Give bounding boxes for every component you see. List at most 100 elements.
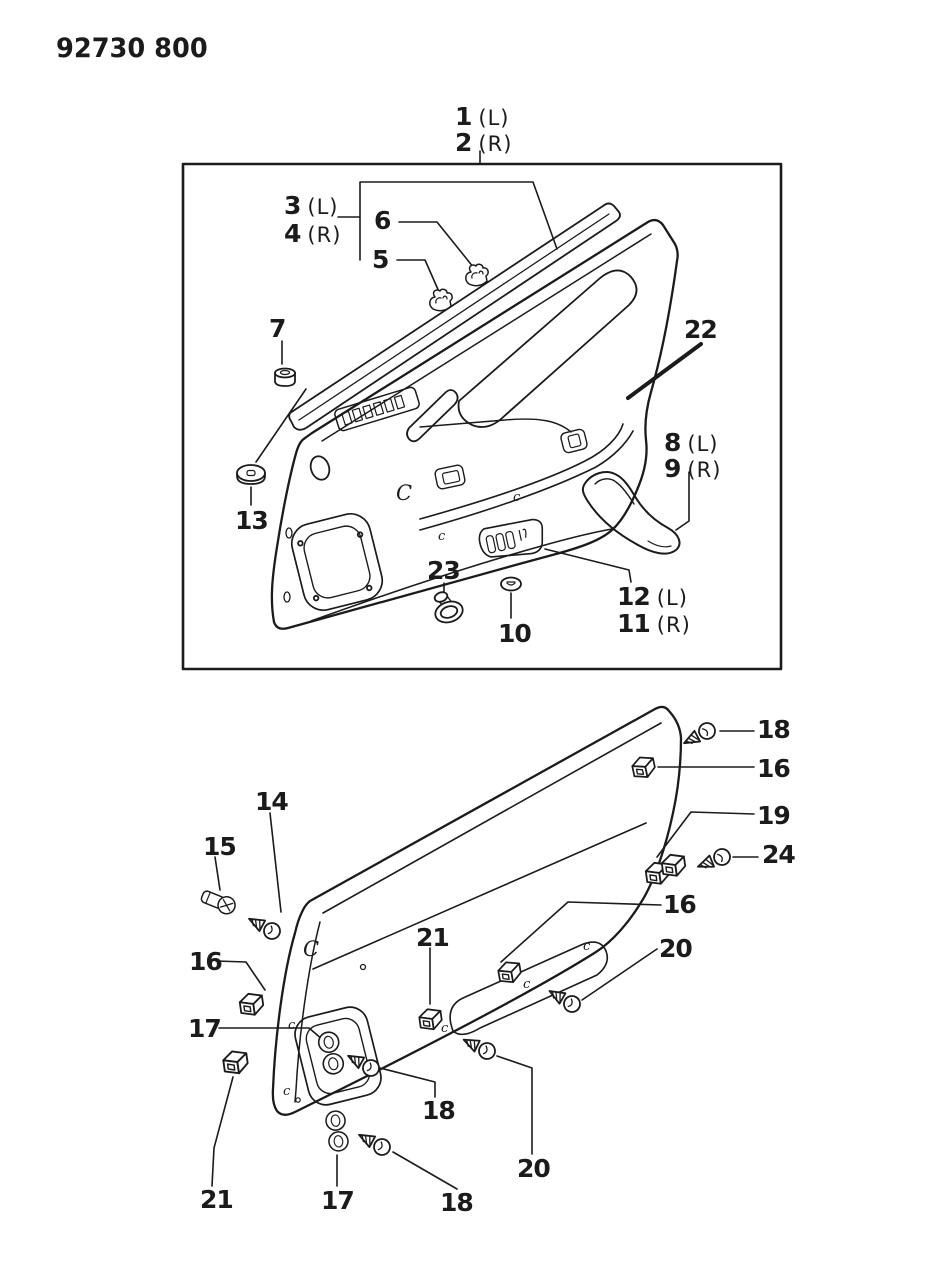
leader-lines-rear [211, 730, 759, 1190]
double-grommet-icon [323, 1109, 351, 1153]
callout-7: 7 [269, 314, 286, 343]
callout-number: 5 [372, 245, 389, 274]
callout-18: 18 [440, 1188, 474, 1217]
callout-number: 20 [517, 1154, 551, 1183]
push-clip-icon [629, 753, 658, 781]
callout-number: 15 [203, 832, 237, 861]
callout-number: 23 [427, 556, 461, 585]
callout-9-R: 9(R) [664, 456, 721, 481]
speaker-opening [294, 1006, 382, 1106]
callout-number: 16 [757, 754, 791, 783]
grommet-icon [500, 576, 522, 592]
washer-icon [236, 464, 266, 485]
callout-side-suffix: (L) [656, 586, 688, 610]
callout-22: 22 [684, 315, 718, 344]
callout-15: 15 [203, 832, 237, 861]
callout-20: 20 [659, 936, 693, 961]
callout-8-L: 8(L) [664, 430, 719, 455]
callout-2-R: 2(R) [455, 130, 512, 155]
callout-17: 17 [188, 1014, 222, 1043]
callout-13: 13 [235, 506, 269, 535]
callout-number: 21 [200, 1185, 234, 1214]
callout-21: 21 [200, 1185, 234, 1214]
callout-number: 22 [684, 315, 718, 344]
callout-20: 20 [517, 1154, 551, 1183]
clip-position-mark: c [283, 1084, 291, 1099]
front-door-assembly [181, 150, 783, 671]
push-rivet-icon [431, 589, 467, 627]
push-clip-pair-icon [643, 851, 688, 887]
push-clip-icon [417, 1006, 444, 1033]
tapping-screw-icon [244, 910, 284, 943]
assembly-frame [181, 162, 783, 671]
callout-12-L: 12(L) [617, 584, 688, 609]
tapping-screw-icon [354, 1126, 394, 1159]
switch-bezel [334, 386, 420, 432]
callout-number: 13 [235, 506, 269, 535]
callout-number: 14 [255, 787, 289, 816]
callout-number: 3 [284, 191, 301, 220]
callout-number: 24 [762, 840, 796, 869]
callout-16: 16 [663, 892, 697, 917]
callout-4-R: 4(R) [284, 221, 341, 246]
callout-14: 14 [255, 787, 289, 816]
callout-number: 6 [374, 206, 391, 235]
callout-number: 17 [188, 1014, 222, 1043]
panel-slot-detail [560, 428, 588, 454]
callout-16: 16 [757, 754, 791, 783]
callout-number: 7 [269, 314, 286, 343]
leader-lines-front [250, 150, 690, 619]
belt-trim-strip [288, 202, 621, 431]
callout-18: 18 [757, 717, 791, 742]
double-grommet-icon [315, 1029, 347, 1077]
callout-23: 23 [427, 556, 461, 585]
callout-6: 6 [374, 206, 391, 235]
callout-side-suffix: (L) [307, 195, 339, 219]
tapping-screw-icon [459, 1031, 499, 1063]
callout-number: 16 [189, 947, 223, 976]
hook-clip-icon [464, 263, 490, 287]
callout-16: 16 [189, 947, 223, 976]
clip-position-mark: c [438, 529, 446, 544]
callout-number: 18 [422, 1096, 456, 1125]
callout-21: 21 [416, 923, 450, 952]
callout-number: 21 [416, 923, 450, 952]
clip-position-mark: c [583, 939, 591, 954]
clip-position-mark: C [396, 481, 413, 505]
nut-icon [274, 367, 296, 387]
door-grip-pocket [478, 518, 544, 558]
callout-1-L: 1(L) [455, 104, 510, 129]
callout-number: 11 [617, 609, 651, 638]
rear-door-panel [271, 705, 683, 1116]
clip-position-mark: c [288, 1018, 296, 1033]
tapping-screw-icon [544, 983, 584, 1016]
callout-3-L: 3(L) [284, 193, 339, 218]
callout-number: 8 [664, 428, 681, 457]
clip-position-mark: c [513, 490, 521, 505]
callout-18: 18 [422, 1096, 456, 1125]
callout-11-R: 11(R) [617, 611, 691, 636]
callout-10: 10 [498, 621, 532, 646]
handle-bezel-detail [434, 464, 466, 490]
callout-side-suffix: (R) [478, 132, 513, 156]
callout-side-suffix: (L) [478, 106, 510, 130]
callout-number: 2 [455, 128, 472, 157]
callout-number: 12 [617, 582, 651, 611]
callout-number: 17 [321, 1186, 355, 1215]
push-clip-icon [237, 990, 266, 1018]
callout-number: 1 [455, 102, 472, 131]
tapping-screw-icon [679, 719, 719, 752]
callout-side-suffix: (R) [656, 613, 691, 637]
callout-24: 24 [762, 840, 796, 869]
push-clip-icon [221, 1048, 251, 1077]
callout-number: 18 [440, 1188, 474, 1217]
clip-position-mark: c [441, 1021, 449, 1036]
hook-clip-icon [428, 288, 454, 312]
clip-position-mark: C [303, 937, 320, 961]
tapping-screw-icon [693, 845, 734, 876]
speaker-opening [290, 513, 384, 611]
push-pin-icon [198, 886, 239, 918]
callout-side-suffix: (R) [307, 223, 342, 247]
pull-handle [581, 471, 681, 555]
